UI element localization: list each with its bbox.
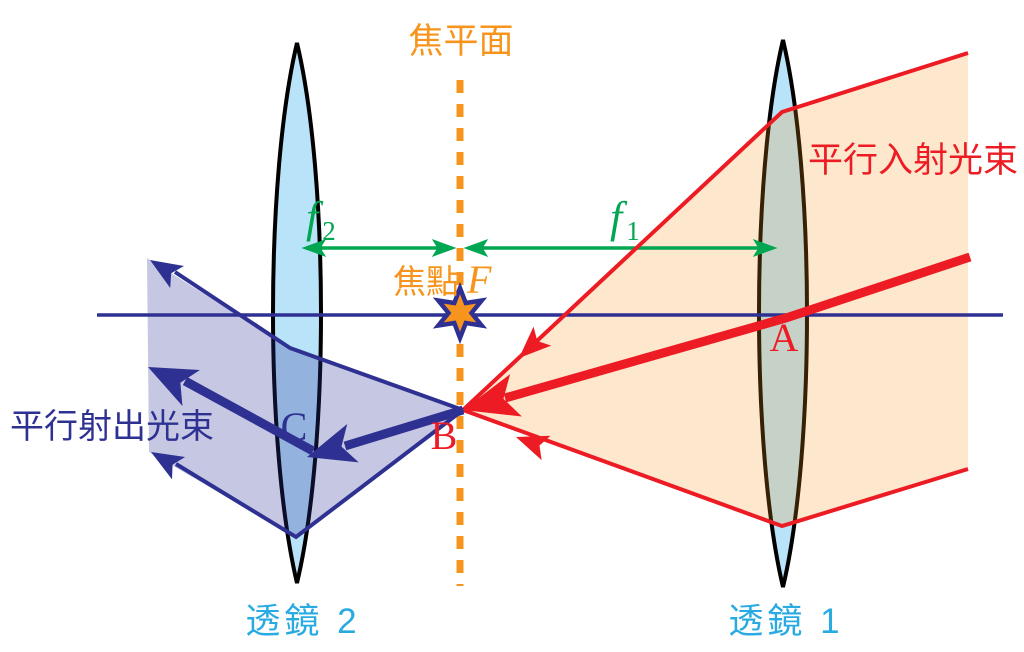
point-a-label: A	[770, 315, 799, 360]
point-c-label: C	[281, 404, 308, 449]
exit-ray-central	[148, 367, 465, 463]
incident-ray-bottom	[462, 408, 969, 529]
incident-beam-region	[463, 53, 968, 526]
exit-ray-central-arrowhead-at-c	[307, 424, 359, 463]
incident-ray-top	[461, 51, 969, 412]
exit-ray-bottom	[151, 408, 465, 540]
exit-ray-top	[150, 260, 464, 412]
exit-ray-central-arrowhead-tip	[148, 367, 200, 406]
exit-ray-bottom-arrowhead	[151, 452, 186, 480]
exit-beam-region	[147, 258, 463, 537]
incident-ray-bottom-arrowhead	[516, 435, 551, 461]
f1-distance-arrow	[463, 239, 778, 257]
focal-point-label: 焦點 F	[393, 257, 492, 302]
exit-beam-label: 平行射出光束	[10, 408, 214, 446]
f1-label: f 1	[610, 193, 640, 246]
point-b-label: B	[431, 413, 458, 458]
incident-beam-label: 平行入射光束	[808, 141, 1018, 180]
lens-1-label: 透鏡 1	[728, 602, 843, 641]
incident-ray-top-arrowhead	[519, 326, 552, 358]
incident-ray-central	[463, 252, 972, 417]
focal-point-star	[432, 281, 488, 345]
incident-ray-central-arrowhead	[463, 374, 522, 417]
exit-ray-top-arrowhead	[150, 260, 185, 289]
f2-distance-arrow	[301, 239, 457, 257]
focal-plane-label: 焦平面	[408, 22, 513, 61]
lens-2-label: 透鏡 2	[245, 602, 360, 641]
